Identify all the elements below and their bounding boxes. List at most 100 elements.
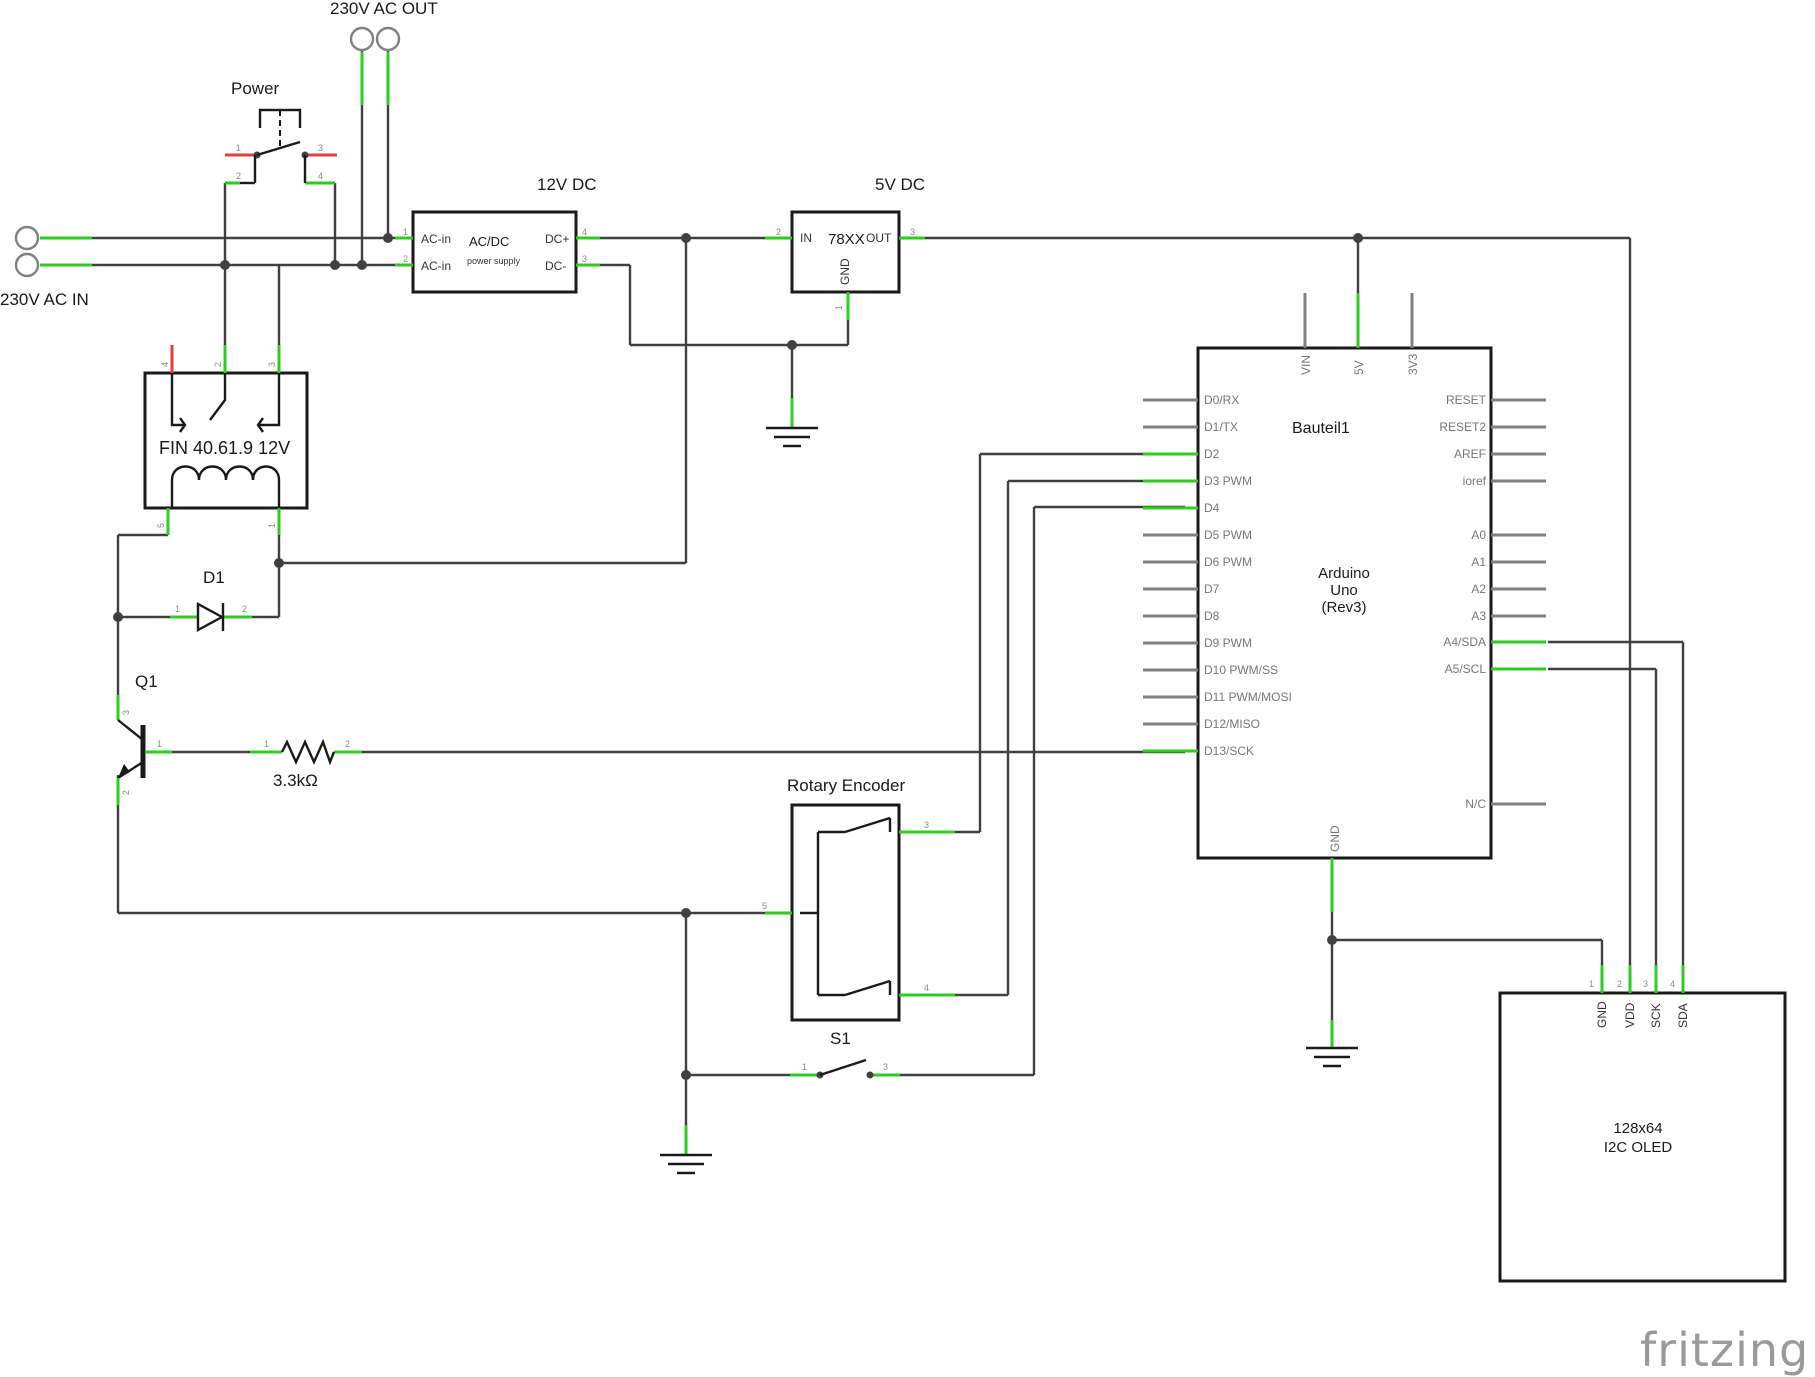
arduino-pin-label: D9 PWM — [1204, 636, 1252, 650]
arduino-pin-label: A4/SDA — [1443, 635, 1486, 649]
reg-pin-2: 2 — [776, 227, 781, 237]
ac-out-terminals: 230V AC OUT — [330, 0, 438, 105]
ground-symbol-3 — [1306, 1020, 1358, 1068]
voltage-regulator: 5V DC 78XX IN OUT GND 2 3 1 — [765, 175, 925, 320]
oled-pin-sck: SCK — [1649, 1003, 1663, 1028]
arduino-name-3: (Rev3) — [1321, 599, 1366, 616]
resistor: 3.3kΩ 1 2 — [250, 738, 362, 790]
arduino-pin-label: ioref — [1463, 474, 1487, 488]
relay-label: FIN 40.61.9 12V — [159, 438, 290, 458]
arduino-top-pin-label: 3V3 — [1406, 353, 1420, 375]
encoder-label: Rotary Encoder — [787, 776, 905, 795]
switch-s1[interactable]: S1 1 3 — [790, 1029, 900, 1079]
arduino-pin-label: D1/TX — [1204, 420, 1238, 434]
q1-pin-1: 1 — [157, 739, 162, 749]
encoder-pin-5: 5 — [762, 901, 767, 911]
arduino-pin-label: D11 PWM/MOSI — [1204, 690, 1292, 704]
acdc-dc-plus: DC+ — [545, 232, 569, 246]
ground-symbol-1 — [766, 398, 818, 448]
acdc-pin-2: 2 — [403, 254, 408, 264]
acdc-pin-3: 3 — [582, 254, 587, 264]
arduino-pin-label: A3 — [1471, 609, 1486, 623]
reg-pin-3: 3 — [910, 227, 915, 237]
junction-dots — [113, 233, 1363, 1080]
oled-name-2: I2C OLED — [1604, 1139, 1673, 1156]
acdc-ac-in-2: AC-in — [421, 259, 451, 273]
arduino-pin-label: D12/MISO — [1204, 717, 1260, 731]
ground-symbol-2 — [660, 1125, 712, 1175]
arduino-pin-label: D0/RX — [1204, 393, 1239, 407]
diode-pin-1: 1 — [175, 604, 180, 614]
reg-title: 78XX — [828, 231, 865, 248]
arduino-pin-label: D5 PWM — [1204, 528, 1252, 542]
resistor-pin-2: 2 — [345, 739, 350, 749]
arduino-pin-label: A0 — [1471, 528, 1486, 542]
diode-pin-2: 2 — [242, 604, 247, 614]
arduino-pin-label: D7 — [1204, 582, 1220, 596]
arduino-pin-label: D8 — [1204, 609, 1220, 623]
relay: FIN 40.61.9 12V 4 2 3 5 1 — [143, 345, 309, 535]
acdc-title: AC/DC — [469, 234, 509, 249]
acdc-power-supply: 12V DC AC-in AC-in AC/DC power supply DC… — [395, 175, 600, 294]
arduino-gnd-pin: GND — [1328, 825, 1342, 852]
oled-pin-vdd: VDD — [1623, 1002, 1637, 1028]
arduino-pin-label: D3 PWM — [1204, 474, 1252, 488]
ac-out-label: 230V AC OUT — [330, 0, 438, 18]
transistor-q1: Q1 3 1 2 — [116, 672, 172, 805]
acdc-subtitle: power supply — [467, 256, 521, 266]
power-pin-3: 3 — [318, 143, 323, 153]
acdc-dc-minus: DC- — [545, 259, 566, 273]
arduino-pin-label: D2 — [1204, 447, 1220, 461]
reg-in: IN — [800, 231, 812, 245]
arduino-uno: VIN 5V 3V3 GND D0/RX D1/TX D2 D3 PWM D4 D5 PWM D… — [1143, 293, 1546, 912]
oled-pin-2: 2 — [1617, 979, 1622, 989]
oled-pin-1: 1 — [1589, 979, 1594, 989]
dc5-label: 5V DC — [875, 175, 925, 194]
arduino-pin-label: A2 — [1471, 582, 1486, 596]
transistor-label: Q1 — [135, 672, 158, 691]
reg-pin-1: 1 — [834, 305, 844, 310]
arduino-name-1: Arduino — [1318, 565, 1370, 582]
arduino-pin-label: D6 PWM — [1204, 555, 1252, 569]
power-label: Power — [231, 79, 280, 98]
arduino-pin-label: D13/SCK — [1204, 744, 1254, 758]
arduino-name-2: Uno — [1330, 582, 1358, 599]
relay-pin-3: 3 — [267, 362, 277, 367]
power-pin-2: 2 — [236, 171, 241, 181]
arduino-pin-label: D4 — [1204, 501, 1220, 515]
oled-pin-gnd: GND — [1595, 1001, 1609, 1028]
arduino-top-pin-label: VIN — [1299, 355, 1313, 375]
encoder-pin-3: 3 — [924, 820, 929, 830]
arduino-pin-label: RESET2 — [1439, 420, 1486, 434]
arduino-ref-label: Bauteil1 — [1292, 420, 1350, 437]
arduino-pin-label: A1 — [1471, 555, 1486, 569]
oled-name-1: 128x64 — [1613, 1120, 1662, 1137]
s1-pin-3: 3 — [883, 1062, 888, 1072]
q1-pin-2: 2 — [121, 790, 131, 795]
encoder-pin-4: 4 — [924, 983, 929, 993]
arduino-pin-label: AREF — [1454, 447, 1486, 461]
relay-pin-5: 5 — [156, 523, 166, 528]
q1-pin-3: 3 — [121, 710, 131, 715]
relay-pin-2: 2 — [213, 362, 223, 367]
resistor-pin-1: 1 — [264, 739, 269, 749]
diode-label: D1 — [203, 568, 225, 587]
ac-in-terminals: 230V AC IN — [0, 225, 92, 309]
relay-pin-1: 1 — [267, 523, 277, 528]
relay-pin-4: 4 — [160, 362, 170, 367]
acdc-pin-1: 1 — [403, 227, 408, 237]
rotary-encoder: Rotary Encoder 5 3 4 — [762, 776, 955, 1022]
power-switch[interactable]: Power 1 3 2 4 — [225, 79, 337, 185]
reg-gnd: GND — [838, 258, 852, 285]
arduino-top-pin-label: 5V — [1352, 360, 1366, 375]
switch-label: S1 — [830, 1029, 851, 1048]
s1-pin-1: 1 — [802, 1062, 807, 1072]
oled-pin-3: 3 — [1643, 979, 1648, 989]
acdc-pin-4: 4 — [582, 227, 587, 237]
ac-in-label: 230V AC IN — [0, 290, 89, 309]
power-pin-4: 4 — [318, 171, 323, 181]
oled-pin-sda: SDA — [1676, 1003, 1690, 1028]
power-pin-1: 1 — [236, 143, 241, 153]
arduino-pin-label: RESET — [1446, 393, 1487, 407]
